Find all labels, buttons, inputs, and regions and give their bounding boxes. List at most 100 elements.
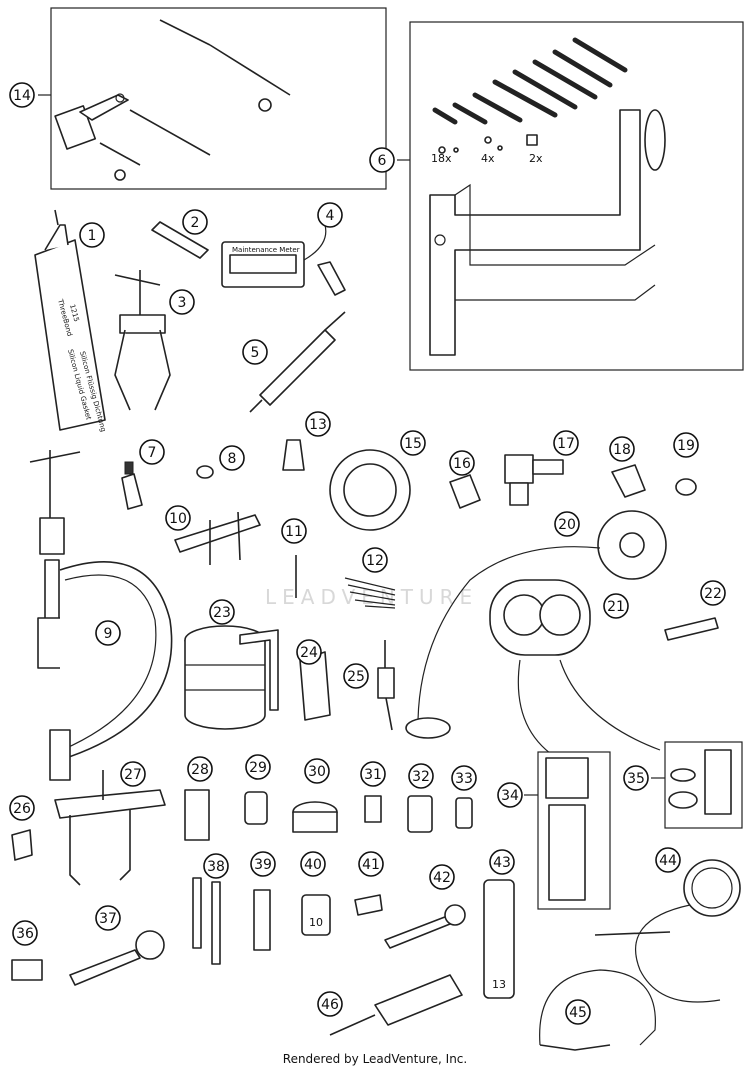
callout-circle — [203, 853, 229, 879]
tool-15-ring — [329, 449, 411, 531]
socket-43-size: 13 — [492, 978, 506, 991]
callout-circle — [95, 620, 121, 646]
callout-circle — [305, 411, 331, 437]
callout-24: 24 — [296, 639, 322, 665]
callout-number: 31 — [364, 767, 382, 783]
callout-number: 39 — [254, 857, 272, 873]
callout-26: 26 — [9, 795, 35, 821]
callout-number: 16 — [453, 456, 471, 472]
callout-29: 29 — [245, 754, 271, 780]
callout-20: 20 — [554, 511, 580, 537]
callout-36: 36 — [12, 920, 38, 946]
callout-circle — [451, 765, 477, 791]
tool-45-hose — [539, 969, 656, 1051]
callout-number: 38 — [207, 859, 225, 875]
tool-3-puller — [114, 270, 171, 411]
callout-circle — [317, 991, 343, 1017]
tool-36-cap — [11, 959, 43, 981]
callout-number: 22 — [704, 586, 722, 602]
callout-number: 25 — [347, 669, 365, 685]
tool-41-plate — [354, 894, 383, 916]
callout-circle — [655, 847, 681, 873]
callout-10: 10 — [165, 505, 191, 531]
callout-circle — [603, 593, 629, 619]
callout-number: 29 — [249, 760, 267, 776]
callout-35: 35 — [623, 765, 649, 791]
callout-43: 43 — [489, 849, 515, 875]
tool-19-plug — [675, 478, 697, 496]
tool-22-strip — [664, 617, 719, 641]
callout-number: 44 — [659, 853, 677, 869]
callout-12: 12 — [362, 547, 388, 573]
tool-6-frame-kit: 18x 4x 2x — [397, 21, 744, 371]
callout-circle — [165, 505, 191, 531]
callout-circle — [553, 430, 579, 456]
callout-circle — [281, 518, 307, 544]
tool-14-kit — [38, 7, 387, 190]
callout-number: 35 — [627, 771, 645, 787]
tool-7-bottle — [121, 461, 143, 510]
tool-10-holder — [174, 511, 261, 565]
tool-32-sleeve — [407, 795, 433, 833]
callout-circle — [182, 209, 208, 235]
callout-7: 7 — [139, 439, 165, 465]
callout-number: 23 — [213, 605, 231, 621]
callout-number: 13 — [309, 417, 327, 433]
callout-circle — [79, 222, 105, 248]
callout-22: 22 — [700, 580, 726, 606]
callout-circle — [245, 754, 271, 780]
callout-13: 13 — [305, 411, 331, 437]
callout-number: 12 — [366, 553, 384, 569]
tool-8-insert — [196, 465, 214, 479]
tool-43-long-socket: 13 — [483, 879, 515, 999]
callout-5: 5 — [242, 339, 268, 365]
tool-33-sleeve — [455, 797, 473, 829]
callout-circle — [360, 761, 386, 787]
callout-number: 21 — [607, 599, 625, 615]
callout-number: 7 — [148, 445, 157, 461]
callout-circle — [343, 663, 369, 689]
callout-30: 30 — [304, 758, 330, 784]
callout-circle — [250, 851, 276, 877]
tool-9-valve-spring-press — [29, 450, 173, 781]
tool-40-socket: 10 — [301, 894, 331, 936]
callout-circle — [623, 765, 649, 791]
callout-number: 17 — [557, 436, 575, 452]
callout-number: 5 — [251, 345, 260, 361]
callout-46: 46 — [317, 991, 343, 1017]
callout-25: 25 — [343, 663, 369, 689]
callout-circle — [304, 758, 330, 784]
tool-12-feeler-gauge — [344, 577, 396, 609]
socket-40-size: 10 — [309, 916, 323, 929]
callout-circle — [449, 450, 475, 476]
callout-circle — [609, 436, 635, 462]
callout-23: 23 — [209, 599, 235, 625]
callout-circle — [209, 599, 235, 625]
callout-44: 44 — [655, 847, 681, 873]
callout-number: 3 — [178, 295, 187, 311]
callout-number: 15 — [404, 436, 422, 452]
callout-circle — [358, 851, 384, 877]
callout-number: 36 — [16, 926, 34, 942]
callout-number: 9 — [104, 626, 113, 642]
tool-38-pins — [192, 877, 221, 965]
frame-kit-qty-bolts: 18x — [431, 152, 452, 165]
tool-37-pin-wrench — [69, 930, 165, 986]
callout-number: 40 — [304, 857, 322, 873]
callout-number: 43 — [493, 855, 511, 871]
callout-circle — [497, 782, 523, 808]
callout-circle — [12, 920, 38, 946]
callout-circle — [565, 999, 591, 1025]
tool-16-sleeve — [449, 474, 481, 509]
callout-number: 14 — [13, 88, 31, 104]
callout-circle — [300, 851, 326, 877]
footer-credit: Rendered by LeadVenture, Inc. — [282, 1052, 468, 1066]
callout-number: 28 — [191, 762, 209, 778]
tool-17-adapter — [504, 454, 564, 506]
callout-number: 11 — [285, 524, 303, 540]
tool-27-puller — [54, 770, 166, 886]
callout-circle — [219, 445, 245, 471]
callout-19: 19 — [673, 432, 699, 458]
callout-circle — [317, 202, 343, 228]
